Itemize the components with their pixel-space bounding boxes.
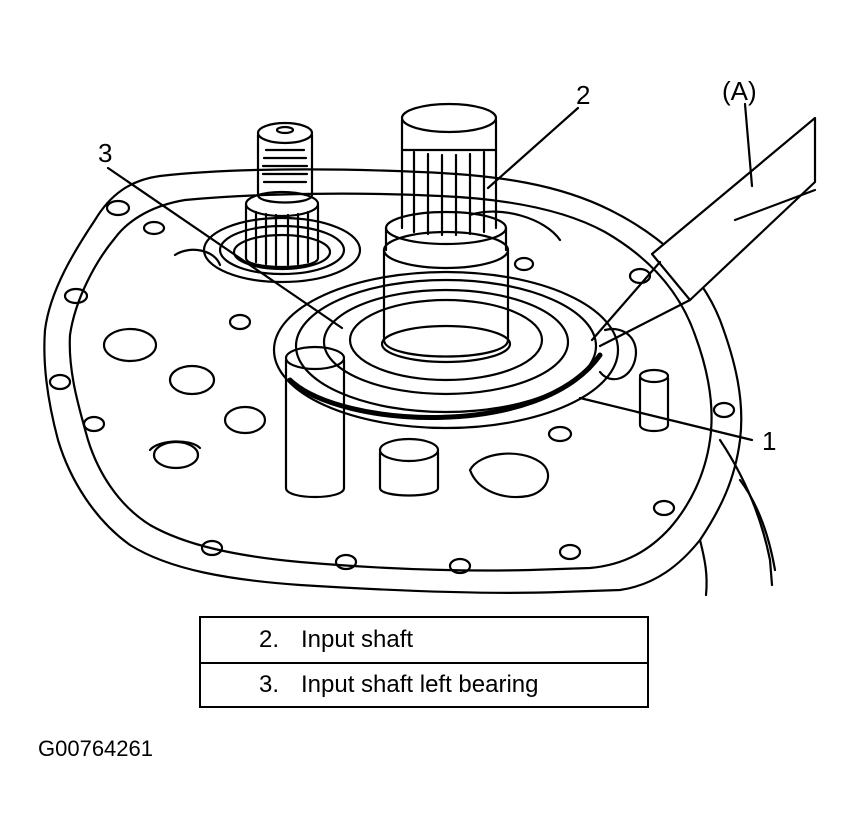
legend-number: 3. [258,671,279,698]
legend-text: Input shaft [301,626,414,653]
housing-inner-edge [68,192,713,572]
callout-1: 1 [762,426,777,456]
legend-row: 2. Input shaft [201,618,647,662]
housing-outline [43,168,743,594]
callout-tool-a: (A) [722,76,757,106]
oil-passages [102,210,638,498]
input-shaft [380,102,512,364]
legend-text: Input shaft left bearing [301,671,539,698]
callout-3: 3 [98,138,113,168]
legend-row: 3. Input shaft left bearing [201,662,647,706]
callout-2: 2 [576,80,591,110]
bolt-holes [48,199,736,575]
tool-a [590,116,817,348]
leader-lines [106,102,754,442]
housing-right-wall [718,438,774,587]
legend-table: 2. Input shaft 3. Input shaft left beari… [199,616,649,708]
legend-number: 2. [258,626,279,653]
transmission-case-illustration [43,102,817,597]
figure-code: G00764261 [38,736,153,761]
counter-shaft [202,121,362,284]
input-shaft-left-bearing [272,270,620,430]
dowel-pins [284,345,670,499]
